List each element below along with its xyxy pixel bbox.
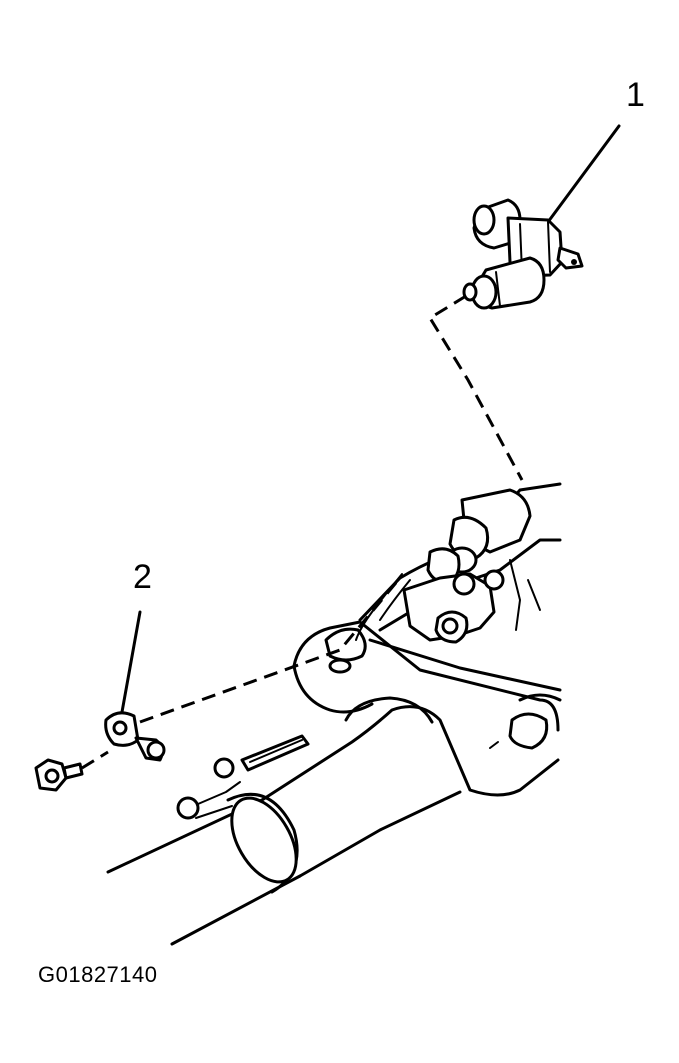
figure-id: G01827140 (38, 962, 158, 987)
callout-1-label: 1 (626, 76, 645, 114)
steering-column (106, 482, 562, 946)
callout-1-leader (546, 124, 621, 224)
part-1-switch-assembly (462, 198, 584, 310)
callout-2-leader (120, 610, 142, 714)
part-2-fastener-path (81, 750, 109, 770)
part-2-install-path (139, 577, 402, 724)
callout-2-label: 2 (133, 558, 152, 596)
part-1-install-path (427, 294, 524, 481)
part-2-fastener (34, 758, 84, 792)
part-2-bracket (104, 711, 166, 762)
